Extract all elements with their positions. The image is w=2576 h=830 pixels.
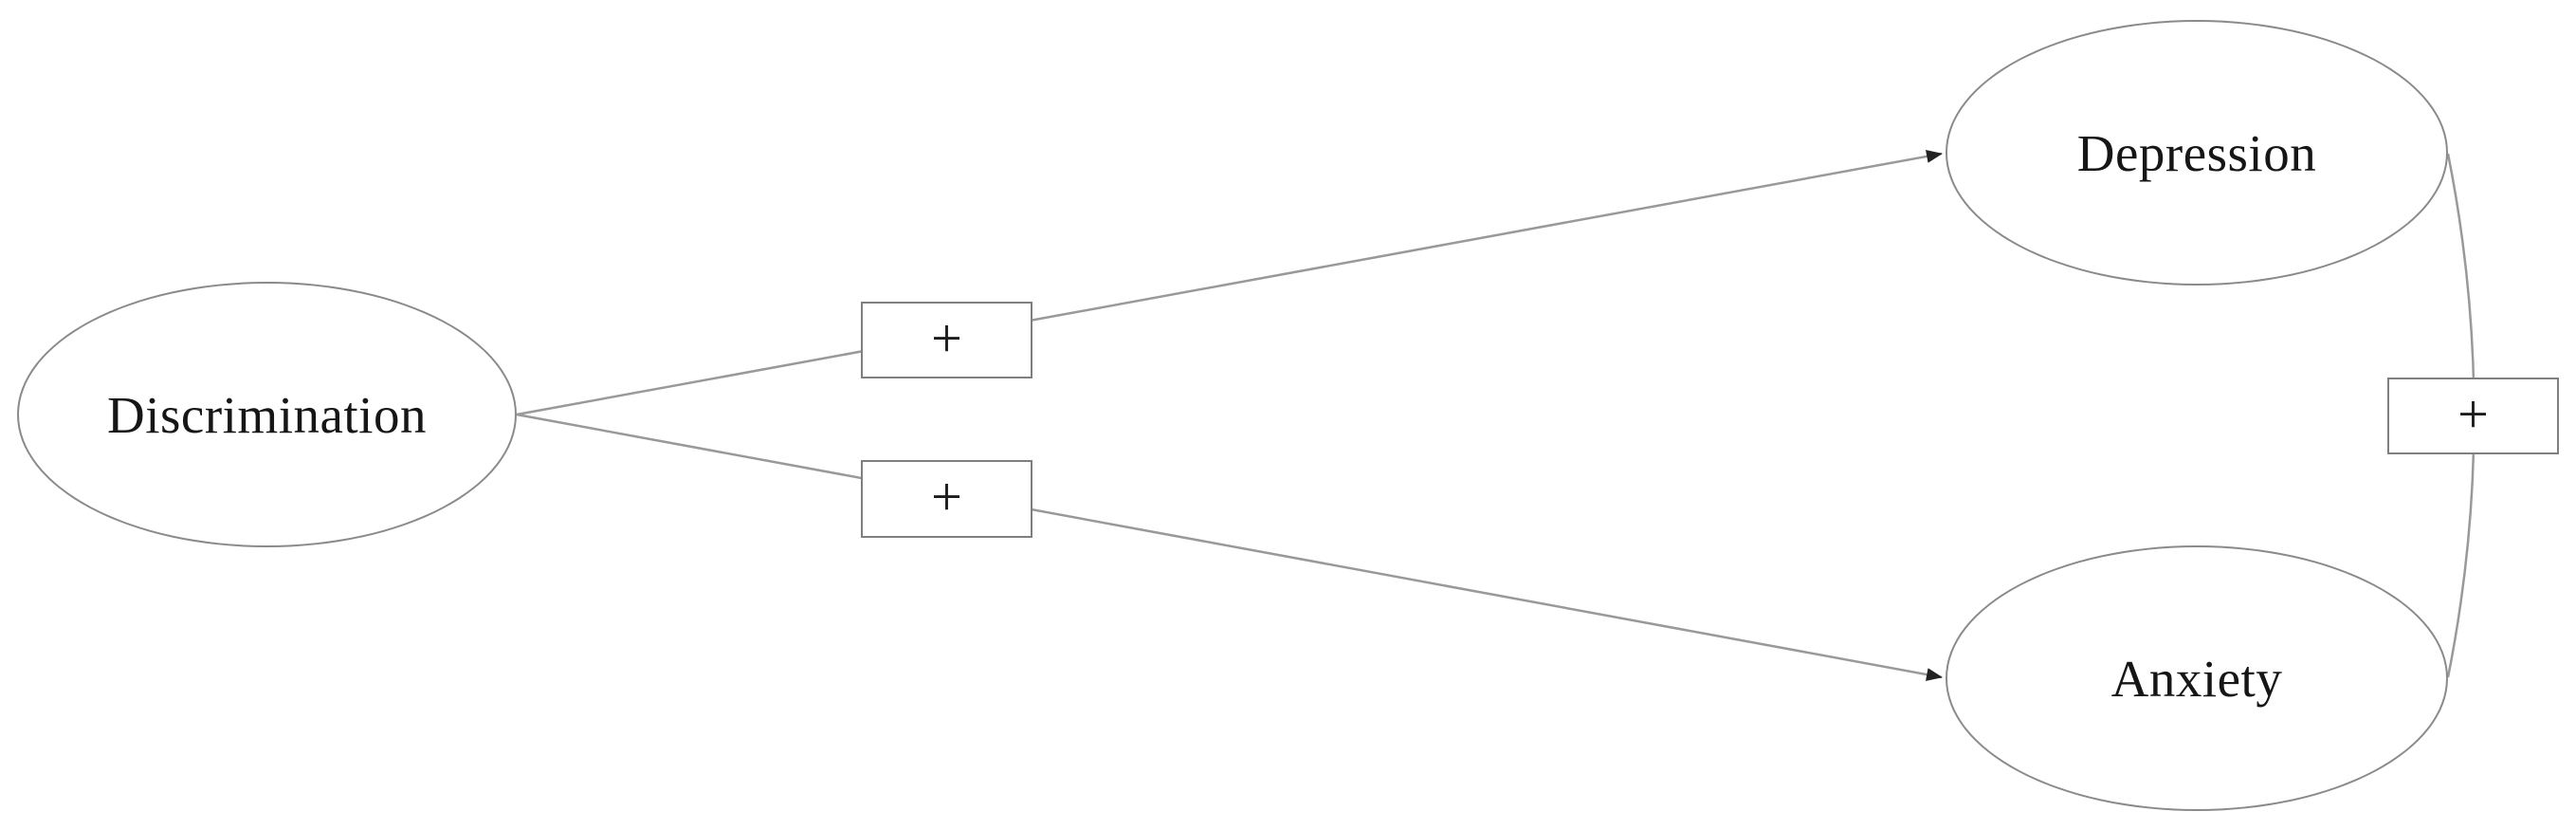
node-discrimination-label: Discrimination	[107, 385, 427, 444]
sign-box-covariance: +	[2387, 378, 2559, 454]
node-depression-label: Depression	[2076, 123, 2317, 182]
sign-box-anxiety-path: +	[861, 460, 1032, 538]
node-anxiety: Anxiety	[1946, 545, 2448, 811]
sign-box-depression-path: +	[861, 302, 1032, 378]
sign-label-covariance: +	[2457, 382, 2489, 445]
arrow-discrimination-to-anxiety	[516, 413, 1943, 681]
sign-label-depression-path: +	[931, 306, 962, 369]
sign-label-anxiety-path: +	[931, 466, 962, 527]
node-discrimination: Discrimination	[17, 282, 517, 547]
node-depression: Depression	[1946, 20, 2448, 286]
node-anxiety-label: Anxiety	[2110, 649, 2283, 708]
arrow-discrimination-to-depression	[516, 149, 1943, 416]
